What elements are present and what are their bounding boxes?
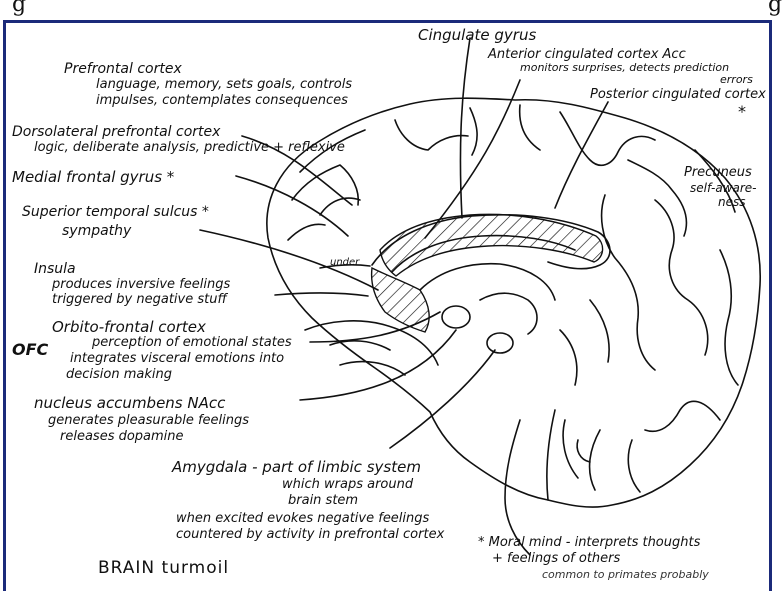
label-ofc-desc-1: perception of emotional states: [92, 336, 292, 350]
label-prefrontal-desc-1: language, memory, sets goals, controls: [96, 78, 352, 92]
label-acc-title: Anterior cingulated cortex Acc: [488, 48, 686, 62]
label-moral-mind-1: * Moral mind - interprets thoughts: [478, 536, 700, 550]
label-insula-desc-2: triggered by negative stuff: [52, 293, 227, 307]
label-insula-desc-1: produces inversive feelings: [52, 278, 230, 292]
label-ofc-desc-2: integrates visceral emotions into: [70, 352, 284, 366]
label-nacc-desc-1: generates pleasurable feelings: [48, 414, 249, 428]
label-sts-title: Superior temporal sulcus *: [22, 205, 209, 220]
label-dlpfc-title: Dorsolateral prefrontal cortex: [12, 125, 220, 140]
diagram-title: BRAIN turmoil: [98, 560, 229, 578]
label-nacc-desc-2: releases dopamine: [60, 430, 184, 444]
label-medial-frontal-gyrus: Medial frontal gyrus *: [12, 170, 174, 186]
label-sts-desc: sympathy: [62, 224, 131, 239]
pointer-mfg: [236, 176, 348, 236]
label-moral-mind-2: + feelings of others: [492, 552, 620, 566]
pointer-nacc: [300, 330, 456, 400]
label-moral-mind-3: common to primates probably: [542, 569, 709, 581]
label-acc-desc-2: errors: [720, 74, 753, 86]
label-amygdala-desc-1: which wraps around: [282, 478, 413, 492]
label-prefrontal-desc-2: impulses, contemplates consequences: [96, 94, 348, 108]
label-posterior-cingulated: Posterior cingulated cortex: [590, 88, 766, 102]
label-nacc-title: nucleus accumbens NAcc: [34, 396, 225, 412]
label-amygdala-desc-2: brain stem: [288, 494, 358, 508]
label-amygdala-desc-3: when excited evokes negative feelings: [176, 512, 429, 526]
label-posterior-star: *: [738, 104, 746, 121]
label-precuneus-desc-1: self-aware-: [690, 182, 756, 195]
label-ofc-desc-3: decision making: [66, 368, 172, 382]
label-cingulate-gyrus: Cingulate gyrus: [418, 28, 536, 44]
anterior-cingulate-hatched-region: [380, 214, 603, 276]
label-insula-title: Insula: [34, 262, 76, 277]
label-under: under: [330, 258, 359, 269]
label-prefrontal-title: Prefrontal cortex: [64, 62, 182, 77]
label-ofc-title: Orbito-frontal cortex: [52, 320, 206, 336]
label-dlpfc-desc: logic, deliberate analysis, predictive +…: [34, 141, 345, 155]
label-precuneus: Precuneus: [684, 166, 752, 180]
label-amygdala-desc-4: countered by activity in prefrontal cort…: [176, 528, 444, 542]
brain-outline: [267, 98, 760, 507]
label-amygdala-title: Amygdala - part of limbic system: [172, 460, 421, 476]
pointer-cingulate: [460, 38, 470, 218]
pointer-insula: [275, 293, 368, 296]
label-acc-desc-1: monitors surprises, detects prediction: [520, 62, 729, 74]
label-ofc-abbr: OFC: [12, 342, 48, 359]
label-precuneus-desc-2: ness: [718, 196, 746, 209]
